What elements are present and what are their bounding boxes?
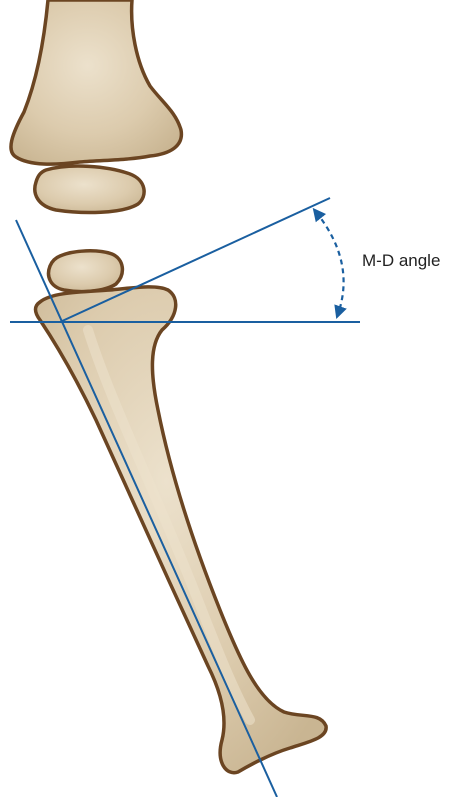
long-bone-shaft — [33, 285, 328, 775]
proximal-bone — [9, 0, 184, 166]
angle-arc-arrow — [312, 207, 347, 319]
lower-carpal-ossicle — [46, 249, 125, 294]
shaft-highlight — [83, 325, 255, 725]
upper-carpal-ossicle — [33, 164, 146, 215]
angle-label: M-D angle — [362, 251, 440, 270]
articular-surface-line — [59, 197, 331, 323]
bone-axis-line — [15, 219, 278, 797]
